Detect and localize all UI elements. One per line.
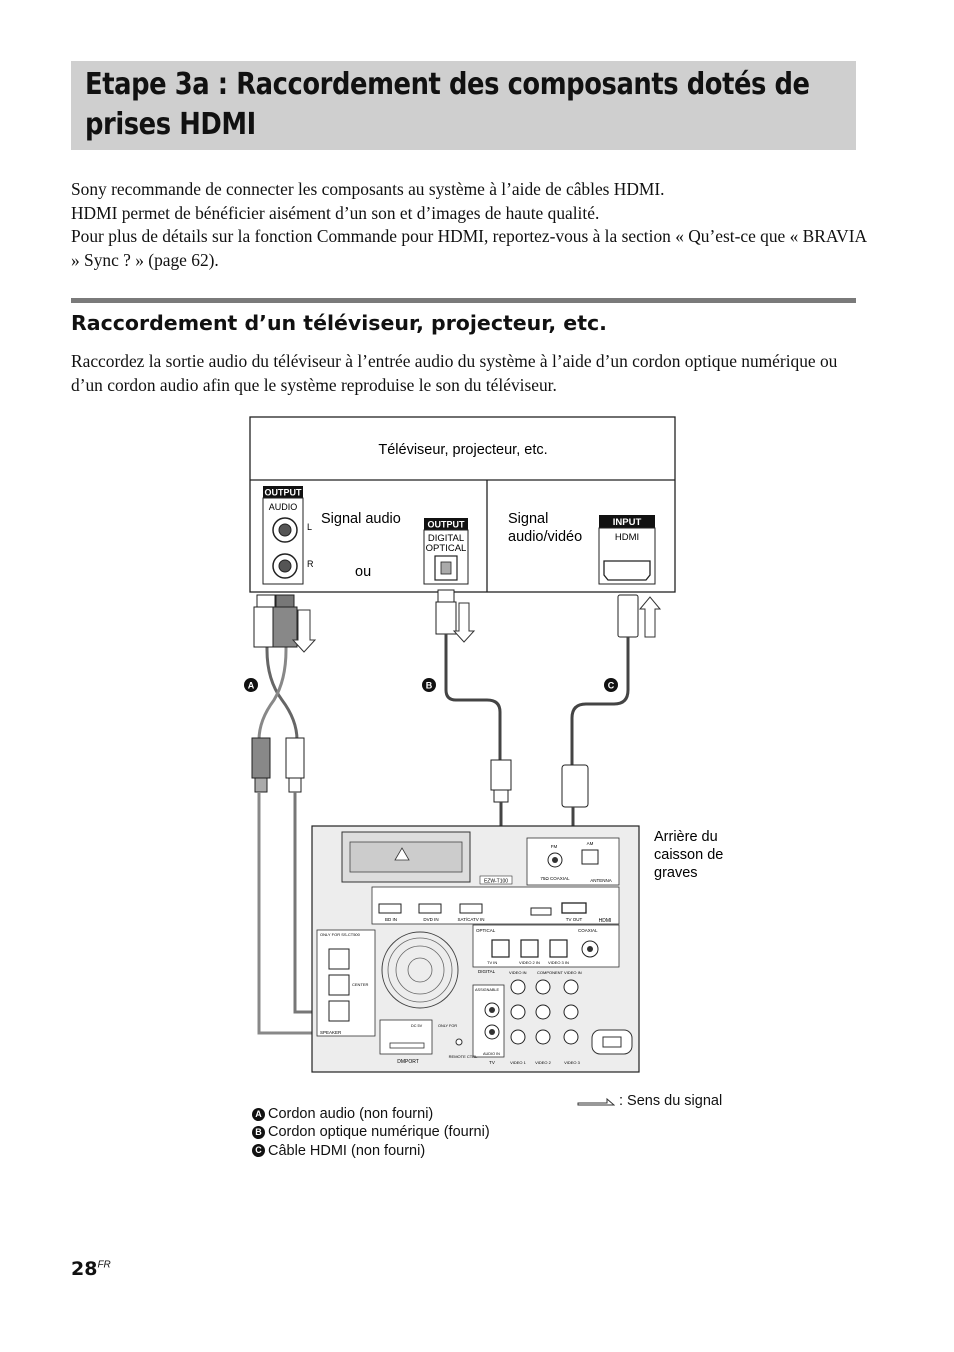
panel-center: CENTER	[352, 982, 369, 987]
signal-direction-text: : Sens du signal	[619, 1093, 723, 1109]
tv-label: Téléviseur, projecteur, etc.	[378, 442, 547, 458]
audio-cable	[257, 595, 299, 741]
section-title: Raccordement d’un téléviseur, projecteur…	[71, 311, 607, 335]
legend-badge-c: C	[252, 1144, 265, 1158]
subwoofer-label-1: Arrière du	[654, 829, 718, 845]
section-divider	[71, 298, 856, 303]
panel-hdmi: HDMI	[599, 918, 612, 924]
panel-coaxial-75: 75Ω COAXIAL	[540, 876, 570, 881]
page-number-value: 28	[71, 1258, 98, 1280]
panel-ezw: EZW-T100	[484, 879, 508, 885]
panel-tv: TV	[489, 1060, 495, 1065]
panel-video3-in: VIDEO 3 IN	[548, 960, 569, 965]
signal-arrow-icon	[577, 1097, 615, 1106]
audio-jack-label: AUDIO	[269, 502, 298, 512]
or-label: ou	[355, 564, 371, 580]
legend-badge-a: A	[252, 1107, 265, 1121]
connection-diagram: Téléviseur, projecteur, etc. OUTPUT AUDI…	[244, 416, 723, 1073]
intro-line-3: Pour plus de détails sur la fonction Com…	[71, 226, 867, 270]
intro-text: Sony recommande de connecter les composa…	[71, 178, 871, 272]
cable-b-badge: B	[426, 681, 433, 691]
panel-assignable: ASSIGNABLE	[475, 988, 500, 992]
panel-fm: FM	[551, 844, 558, 849]
intro-line-2: HDMI permet de bénéficier aisément d’un …	[71, 202, 600, 223]
signal-audio-label: Signal audio	[321, 511, 401, 527]
page-number: 28FR	[71, 1258, 111, 1280]
panel-only-for-small: ONLY FOR	[438, 1024, 457, 1028]
right-label: R	[307, 559, 314, 569]
panel-component-video-in: COMPONENT VIDEO IN	[537, 970, 582, 975]
legend-row-b: B Cordon optique numérique (fourni)	[252, 1123, 490, 1141]
legend-text-b: Cordon optique numérique (fourni)	[268, 1124, 490, 1141]
panel-video2: VIDEO 2	[535, 1060, 552, 1065]
panel-video2-in: VIDEO 2 IN	[519, 960, 540, 965]
panel-video3: VIDEO 3	[564, 1060, 581, 1065]
signal-av-line-2: audio/vidéo	[508, 529, 582, 545]
page-number-suffix: FR	[97, 1259, 111, 1271]
legend-row-c: C Câble HDMI (non fourni)	[252, 1142, 490, 1160]
panel-am: AM	[587, 841, 594, 846]
panel-dc5v: DC 5V	[411, 1024, 423, 1028]
panel-dmport: DMPORT	[397, 1059, 419, 1065]
chapter-title-band: Etape 3a : Raccordement des composants d…	[71, 61, 856, 150]
optical-label: OPTICAL	[426, 543, 467, 554]
hdmi-input-label: HDMI	[615, 532, 639, 543]
panel-digital: DIGITAL	[478, 969, 496, 974]
section-paragraph: Raccordez la sortie audio du téléviseur …	[71, 351, 838, 395]
panel-coaxial: COAXIAL	[578, 928, 598, 933]
signal-av-line-1: Signal	[508, 511, 548, 527]
input-badge: INPUT	[613, 517, 642, 528]
subwoofer-panel: EZW-T100 FM 75Ω COAXIAL AM ANTENNA BD IN…	[311, 825, 640, 1073]
signal-direction-key: : Sens du signal	[577, 1093, 722, 1109]
legend-text-a: Cordon audio (non fourni)	[268, 1106, 434, 1122]
cable-legend: A Cordon audio (non fourni) B Cordon opt…	[252, 1105, 490, 1160]
cable-a-badge: A	[248, 681, 255, 691]
hdmi-cable	[570, 637, 630, 765]
panel-tv-out: TV OUT	[566, 917, 583, 922]
panel-speaker: SPEAKER	[320, 1030, 342, 1035]
output-badge-optical: OUTPUT	[428, 520, 466, 530]
optical-cable	[444, 634, 502, 760]
panel-optical: OPTICAL	[476, 928, 496, 933]
left-label: L	[307, 522, 312, 532]
digital-label: DIGITAL	[428, 533, 464, 544]
output-badge-audio: OUTPUT	[265, 488, 303, 498]
panel-video-in: VIDEO IN	[509, 970, 527, 975]
legend-badge-b: B	[252, 1125, 265, 1139]
panel-dvd-in: DVD IN	[423, 917, 438, 922]
subwoofer-label-3: graves	[654, 865, 698, 881]
panel-audio-in: AUDIO IN	[483, 1052, 500, 1056]
panel-only-for: ONLY FOR SS-CT500	[320, 932, 361, 937]
legend-text-c: Câble HDMI (non fourni)	[268, 1142, 426, 1159]
panel-bd-in: BD IN	[385, 917, 397, 922]
page-title: Etape 3a : Raccordement des composants d…	[85, 67, 810, 142]
panel-remote-ctrl: REMOTE CTRL	[449, 1054, 478, 1059]
panel-antenna: ANTENNA	[590, 878, 612, 883]
panel-video1: VIDEO 1	[510, 1060, 527, 1065]
legend-row-a: A Cordon audio (non fourni)	[252, 1105, 490, 1123]
panel-sat-in: SAT/CATV IN	[457, 917, 484, 922]
cable-c-badge: C	[608, 681, 615, 691]
subwoofer-label-2: caisson de	[654, 847, 723, 863]
hdmi-port	[603, 560, 651, 581]
intro-line-1: Sony recommande de connecter les composa…	[71, 179, 665, 199]
panel-tv-in: TV IN	[487, 960, 497, 965]
